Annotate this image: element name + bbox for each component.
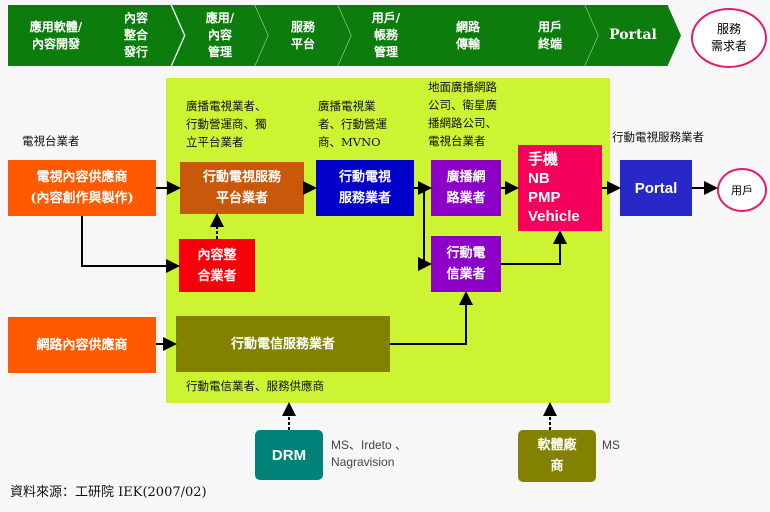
content-aggregator-box: 內容整 合業者 bbox=[179, 239, 255, 292]
arrow-tvcontent-to-aggregator bbox=[81, 216, 180, 273]
chain-stage-label: 服務 平台 bbox=[290, 19, 315, 51]
user-node: 用戶 bbox=[717, 168, 767, 212]
broadcast-network-box: 廣播網 路業者 bbox=[431, 160, 501, 216]
tv-station-label: 電視台業者 bbox=[22, 134, 80, 148]
software-vendors-note: MS bbox=[602, 438, 620, 452]
chain-stage-label: 用戶/ 帳務 管理 bbox=[371, 11, 401, 59]
platform-players-label: 廣播電視業者、 行動營運商、獨 立平台業者 bbox=[186, 99, 267, 149]
portal-box: Portal bbox=[620, 160, 692, 216]
mobile-tv-service-box: 行動電視 服務業者 bbox=[316, 160, 414, 216]
service-demander-label: 服務 需求者 bbox=[710, 22, 747, 53]
chain-stage-label: 內容 整合 發行 bbox=[123, 11, 148, 59]
mobile-telecom-box: 行動電 信業者 bbox=[431, 236, 501, 292]
internet-content-provider-box: 網路內容供應商 bbox=[8, 317, 156, 373]
source-note: 資料來源：工研院 IEK(2007/02) bbox=[10, 485, 207, 500]
mobile-telecom-service-box: 行動電信服務業者 bbox=[176, 316, 390, 372]
chain-stage-label: Portal bbox=[609, 27, 657, 43]
chain-stage-user-terminal: 用戶 終端 bbox=[502, 5, 598, 66]
telecom-players-label: 行動電信業者、服務供應商 bbox=[186, 379, 324, 393]
drm-vendors-note: MS、Irdeto 、 Nagravision bbox=[331, 438, 408, 469]
mobile-tv-service-label: 行動電視服務業者 bbox=[612, 130, 704, 144]
chain-stage-network-transmission: 網路 傳輸 bbox=[420, 5, 516, 66]
chain-stage-portal: Portal bbox=[585, 5, 681, 66]
devices-box: 手機 NB PMP Vehicle bbox=[518, 145, 602, 231]
chain-stage-label: 應用/ 內容 管理 bbox=[205, 11, 235, 59]
service-players-label: 廣播電視業 者、行動營運 商、MVNO bbox=[318, 99, 387, 149]
service-demander-node: 服務 需求者 bbox=[691, 8, 767, 68]
chain-stage-billing: 用戶/ 帳務 管理 bbox=[338, 5, 434, 66]
chain-stage-app-dev: 應用軟體/ 內容開發 bbox=[8, 5, 104, 66]
tv-content-provider-box: 電視內容供應商 (內容創作與製作) bbox=[8, 160, 156, 216]
mobile-tv-platform-box: 行動電視服務 平台業者 bbox=[180, 162, 304, 214]
chain-stage-service-platform: 服務 平台 bbox=[255, 5, 351, 66]
network-players-label: 地面廣播網路 公司、衛星廣 播網路公司、 電視台業者 bbox=[428, 80, 497, 148]
user-label: 用戶 bbox=[731, 183, 753, 197]
chain-stage-label: 應用軟體/ 內容開發 bbox=[29, 19, 83, 51]
arrow-telecomservice-to-telecom bbox=[390, 291, 473, 345]
chain-stage-content-distribution: 內容 整合 發行 bbox=[88, 5, 184, 66]
arrow-service-to-telecom bbox=[418, 188, 432, 271]
chain-stage-label: 用戶 終端 bbox=[537, 19, 562, 51]
arrow-telecom-to-devices bbox=[501, 230, 567, 265]
chain-stage-content-management: 應用/ 內容 管理 bbox=[172, 5, 268, 66]
software-vendor-box: 軟體廠 商 bbox=[518, 430, 596, 482]
chain-stage-label: 網路 傳輸 bbox=[455, 19, 480, 51]
drm-box: DRM bbox=[255, 430, 323, 480]
